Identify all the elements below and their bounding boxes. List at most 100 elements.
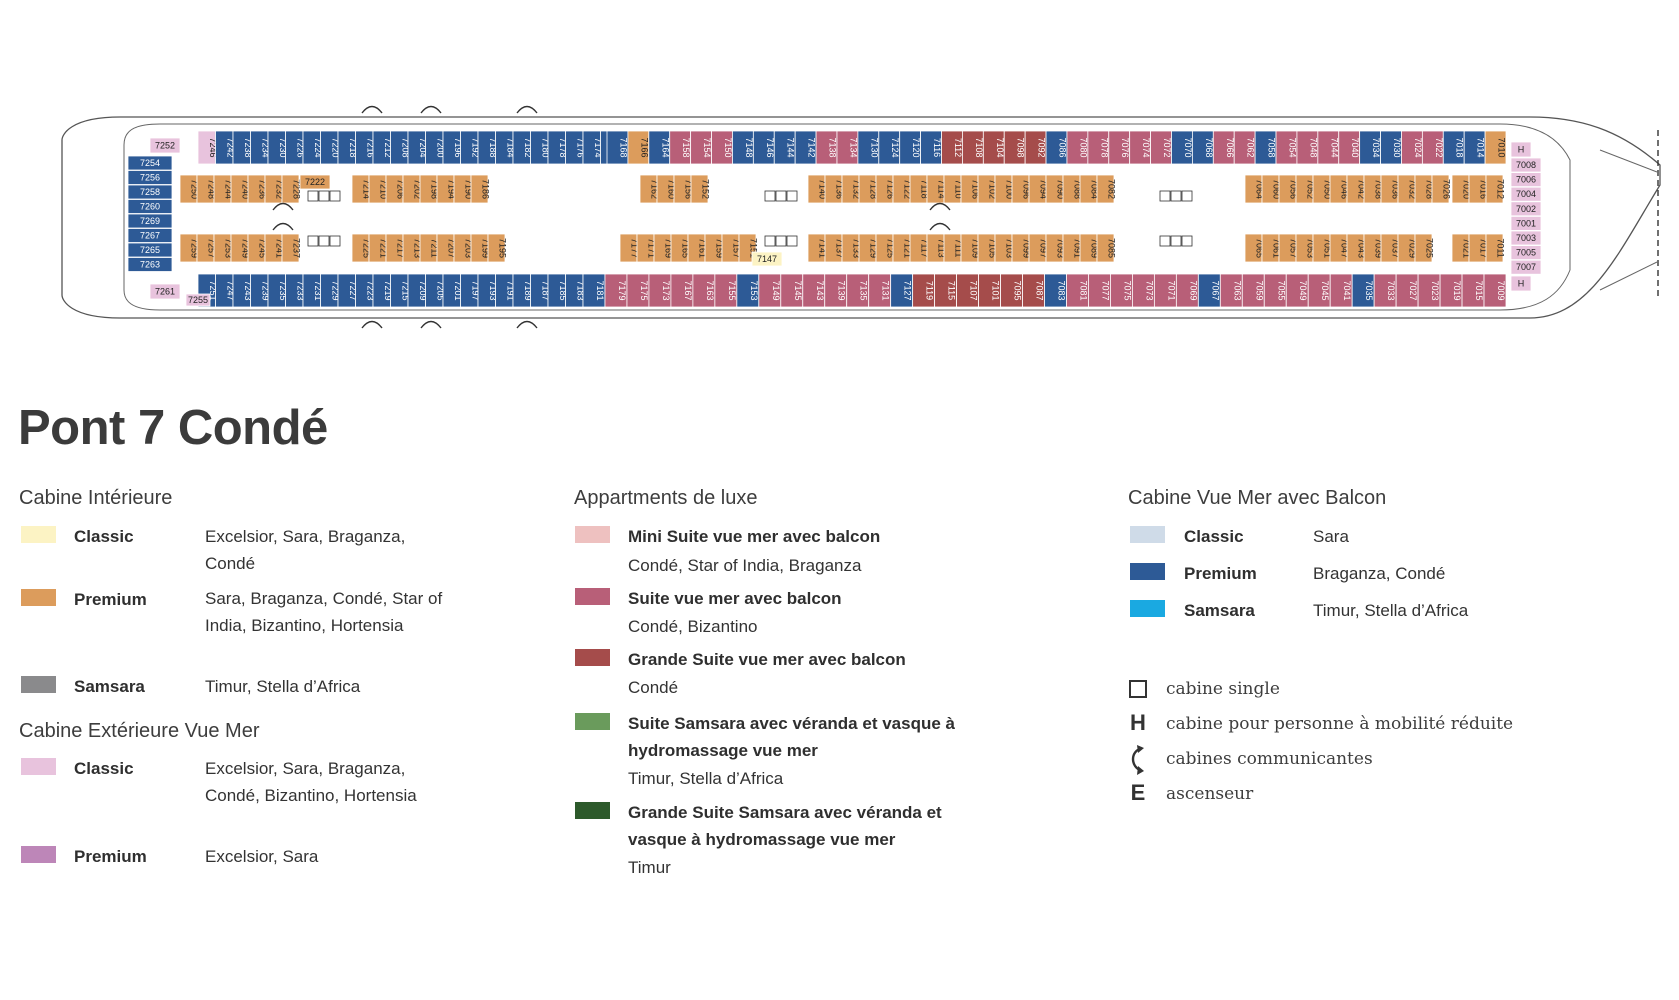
- cabin-7226[interactable]: 7226: [285, 130, 306, 165]
- cabin-7232[interactable]: 7232: [264, 174, 285, 204]
- cabin-7252[interactable]: 7252: [149, 137, 181, 154]
- cabin-7037[interactable]: 7037: [1380, 233, 1401, 263]
- cabin-7023[interactable]: 7023: [1417, 273, 1441, 308]
- cabin-7121[interactable]: 7121: [892, 233, 913, 263]
- cabin-7220[interactable]: 7220: [320, 130, 341, 165]
- cabin-7015[interactable]: 7015: [1461, 273, 1485, 308]
- cabin-7191[interactable]: 7191: [495, 273, 516, 308]
- cabin-7267[interactable]: 7267: [127, 228, 173, 243]
- cabin-7122[interactable]: 7122: [892, 174, 913, 204]
- cabin-7162[interactable]: 7162: [639, 174, 660, 204]
- cabin-7135[interactable]: 7135: [846, 273, 870, 308]
- cabin-7200[interactable]: 7200: [425, 130, 446, 165]
- cabin-7194[interactable]: 7194: [436, 174, 457, 204]
- cabin-7057[interactable]: 7057: [1278, 233, 1299, 263]
- cabin-7221[interactable]: 7221: [368, 233, 389, 263]
- cabin-7230[interactable]: 7230: [267, 130, 288, 165]
- cabin-7159[interactable]: 7159: [704, 233, 725, 263]
- cabin-7058[interactable]: 7058: [1254, 130, 1277, 165]
- cabin-7166[interactable]: 7166: [627, 130, 649, 165]
- cabin-7098[interactable]: 7098: [1003, 130, 1026, 165]
- cabin-7167[interactable]: 7167: [670, 273, 694, 308]
- cabin-7177[interactable]: 7177: [619, 233, 640, 263]
- cabin-7216[interactable]: 7216: [355, 130, 376, 165]
- cabin-7040[interactable]: 7040: [1338, 130, 1360, 165]
- cabin-7028[interactable]: 7028: [1414, 174, 1435, 204]
- cabin-7156[interactable]: 7156: [673, 174, 694, 204]
- cabin-7066[interactable]: 7066: [1212, 130, 1235, 165]
- cabin-7140[interactable]: 7140: [807, 174, 828, 204]
- cabin-7207[interactable]: 7207: [436, 233, 457, 263]
- cabin-7169[interactable]: 7169: [653, 233, 674, 263]
- cabin-7214[interactable]: 7214: [351, 174, 372, 204]
- cabin-7134[interactable]: 7134: [836, 130, 858, 165]
- cabin-7041[interactable]: 7041: [1329, 273, 1353, 308]
- cabin-7165[interactable]: 7165: [670, 233, 691, 263]
- cabin-7127[interactable]: 7127: [890, 273, 914, 308]
- cabin-7038[interactable]: 7038: [1363, 174, 1384, 204]
- cabin-7016[interactable]: 7016: [1468, 174, 1489, 204]
- cabin-7006[interactable]: 7006: [1510, 172, 1542, 188]
- cabin-7201[interactable]: 7201: [442, 273, 463, 308]
- cabin-7091[interactable]: 7091: [1062, 233, 1083, 263]
- cabin-7222[interactable]: 7222: [299, 174, 331, 190]
- cabin-7112[interactable]: 7112: [941, 130, 963, 165]
- cabin-7224[interactable]: 7224: [302, 130, 323, 165]
- cabin-7250[interactable]: 7250: [179, 174, 200, 204]
- cabin-7168[interactable]: 7168: [606, 130, 628, 165]
- cabin-7179[interactable]: 7179: [604, 273, 628, 308]
- cabin-7002[interactable]: 7002: [1510, 201, 1542, 217]
- cabin-7074[interactable]: 7074: [1129, 130, 1151, 165]
- cabin-7164[interactable]: 7164: [648, 130, 670, 165]
- cabin-7144[interactable]: 7144: [773, 130, 796, 165]
- cabin-7195[interactable]: 7195: [487, 233, 508, 263]
- cabin-7260[interactable]: 7260: [127, 199, 173, 214]
- cabin-7205[interactable]: 7205: [425, 273, 446, 308]
- cabin-7065[interactable]: 7065: [1244, 233, 1265, 263]
- cabin-7046[interactable]: 7046: [1329, 174, 1350, 204]
- cabin-7213[interactable]: 7213: [402, 233, 423, 263]
- cabin-7206[interactable]: 7206: [385, 174, 406, 204]
- cabin-7145[interactable]: 7145: [780, 273, 804, 308]
- cabin-7086[interactable]: 7086: [1045, 130, 1068, 165]
- cabin-7246[interactable]: 7246: [197, 130, 218, 165]
- cabin-7223[interactable]: 7223: [355, 273, 376, 308]
- cabin-7118[interactable]: 7118: [909, 174, 930, 204]
- cabin-7136[interactable]: 7136: [824, 174, 845, 204]
- cabin-7117[interactable]: 7117: [909, 233, 930, 263]
- cabin-7142[interactable]: 7142: [794, 130, 817, 165]
- cabin-7012[interactable]: 7012: [1485, 174, 1506, 204]
- cabin-7193[interactable]: 7193: [477, 273, 498, 308]
- cabin-7187[interactable]: 7187: [530, 273, 551, 308]
- cabin-7131[interactable]: 7131: [868, 273, 892, 308]
- cabin-7044[interactable]: 7044: [1317, 130, 1339, 165]
- cabin-7244[interactable]: 7244: [213, 174, 234, 204]
- cabin-7120[interactable]: 7120: [899, 130, 921, 165]
- cabin-7030[interactable]: 7030: [1380, 130, 1402, 165]
- cabin-H[interactable]: H: [1510, 141, 1532, 158]
- cabin-7109[interactable]: 7109: [960, 233, 981, 263]
- cabin-7077[interactable]: 7077: [1088, 273, 1111, 308]
- cabin-7163[interactable]: 7163: [692, 273, 716, 308]
- cabin-7094[interactable]: 7094: [1028, 174, 1049, 204]
- cabin-7022[interactable]: 7022: [1421, 130, 1444, 165]
- cabin-7008[interactable]: 7008: [1510, 157, 1542, 173]
- cabin-7240[interactable]: 7240: [230, 174, 251, 204]
- cabin-7067[interactable]: 7067: [1197, 273, 1221, 308]
- cabin-7115[interactable]: 7115: [934, 273, 957, 308]
- cabin-7083[interactable]: 7083: [1044, 273, 1067, 308]
- cabin-7021[interactable]: 7021: [1451, 233, 1472, 263]
- cabin-7059[interactable]: 7059: [1241, 273, 1265, 308]
- cabin-7088[interactable]: 7088: [1062, 174, 1083, 204]
- cabin-7147[interactable]: 7147: [751, 251, 783, 267]
- cabin-7178[interactable]: 7178: [547, 130, 568, 165]
- cabin-7174[interactable]: 7174: [582, 130, 603, 165]
- cabin-7258[interactable]: 7258: [127, 184, 173, 200]
- cabin-7261[interactable]: 7261: [149, 283, 181, 300]
- cabin-7227[interactable]: 7227: [337, 273, 358, 308]
- cabin-7157[interactable]: 7157: [721, 233, 742, 263]
- cabin-7152[interactable]: 7152: [690, 174, 711, 204]
- cabin-7089[interactable]: 7089: [1079, 233, 1100, 263]
- cabin-7070[interactable]: 7070: [1171, 130, 1193, 165]
- cabin-7236[interactable]: 7236: [247, 174, 268, 204]
